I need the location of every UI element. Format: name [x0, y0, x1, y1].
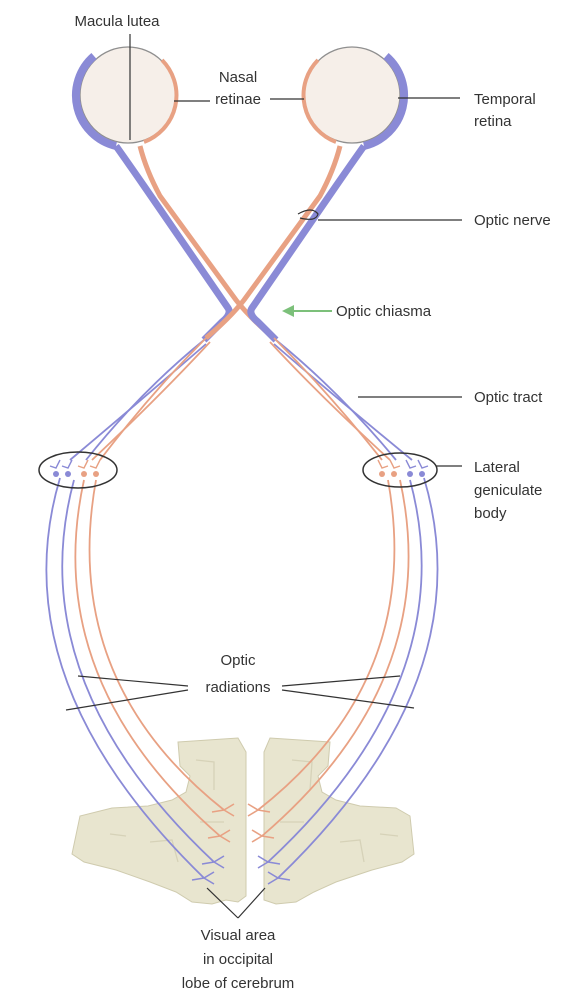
label-lateral-geniculate-body-line1: Lateral [474, 459, 520, 476]
label-optic-chiasma: Optic chiasma [336, 303, 432, 320]
label-visual-area-line1: Visual area [201, 927, 276, 944]
left-eye [76, 47, 177, 146]
label-lateral-geniculate-body-line2: geniculate [474, 482, 542, 499]
label-optic-radiations-line2: radiations [205, 679, 270, 696]
label-lateral-geniculate-body-line3: body [474, 505, 507, 522]
label-optic-nerve: Optic nerve [474, 212, 551, 229]
label-temporal-retina-line2: retina [474, 113, 512, 130]
label-nasal-retinae-line2: retinae [215, 91, 261, 108]
right-eye [304, 47, 405, 146]
label-temporal-retina-line1: Temporal [474, 91, 536, 108]
label-nasal-retinae-line1: Nasal [219, 69, 257, 86]
label-optic-radiations-line1: Optic [220, 652, 256, 669]
optic-tracts [70, 338, 412, 460]
label-macula-lutea: Macula lutea [74, 13, 160, 30]
label-visual-area-line2: in occipital [203, 951, 273, 968]
optic-chiasma-arrow [282, 305, 332, 317]
left-lateral-geniculate-body [39, 452, 117, 488]
left-occipital-lobe [72, 738, 246, 904]
occipital-cortex [72, 738, 414, 904]
label-optic-tract: Optic tract [474, 389, 543, 406]
label-visual-area-line3: lobe of cerebrum [182, 975, 295, 992]
